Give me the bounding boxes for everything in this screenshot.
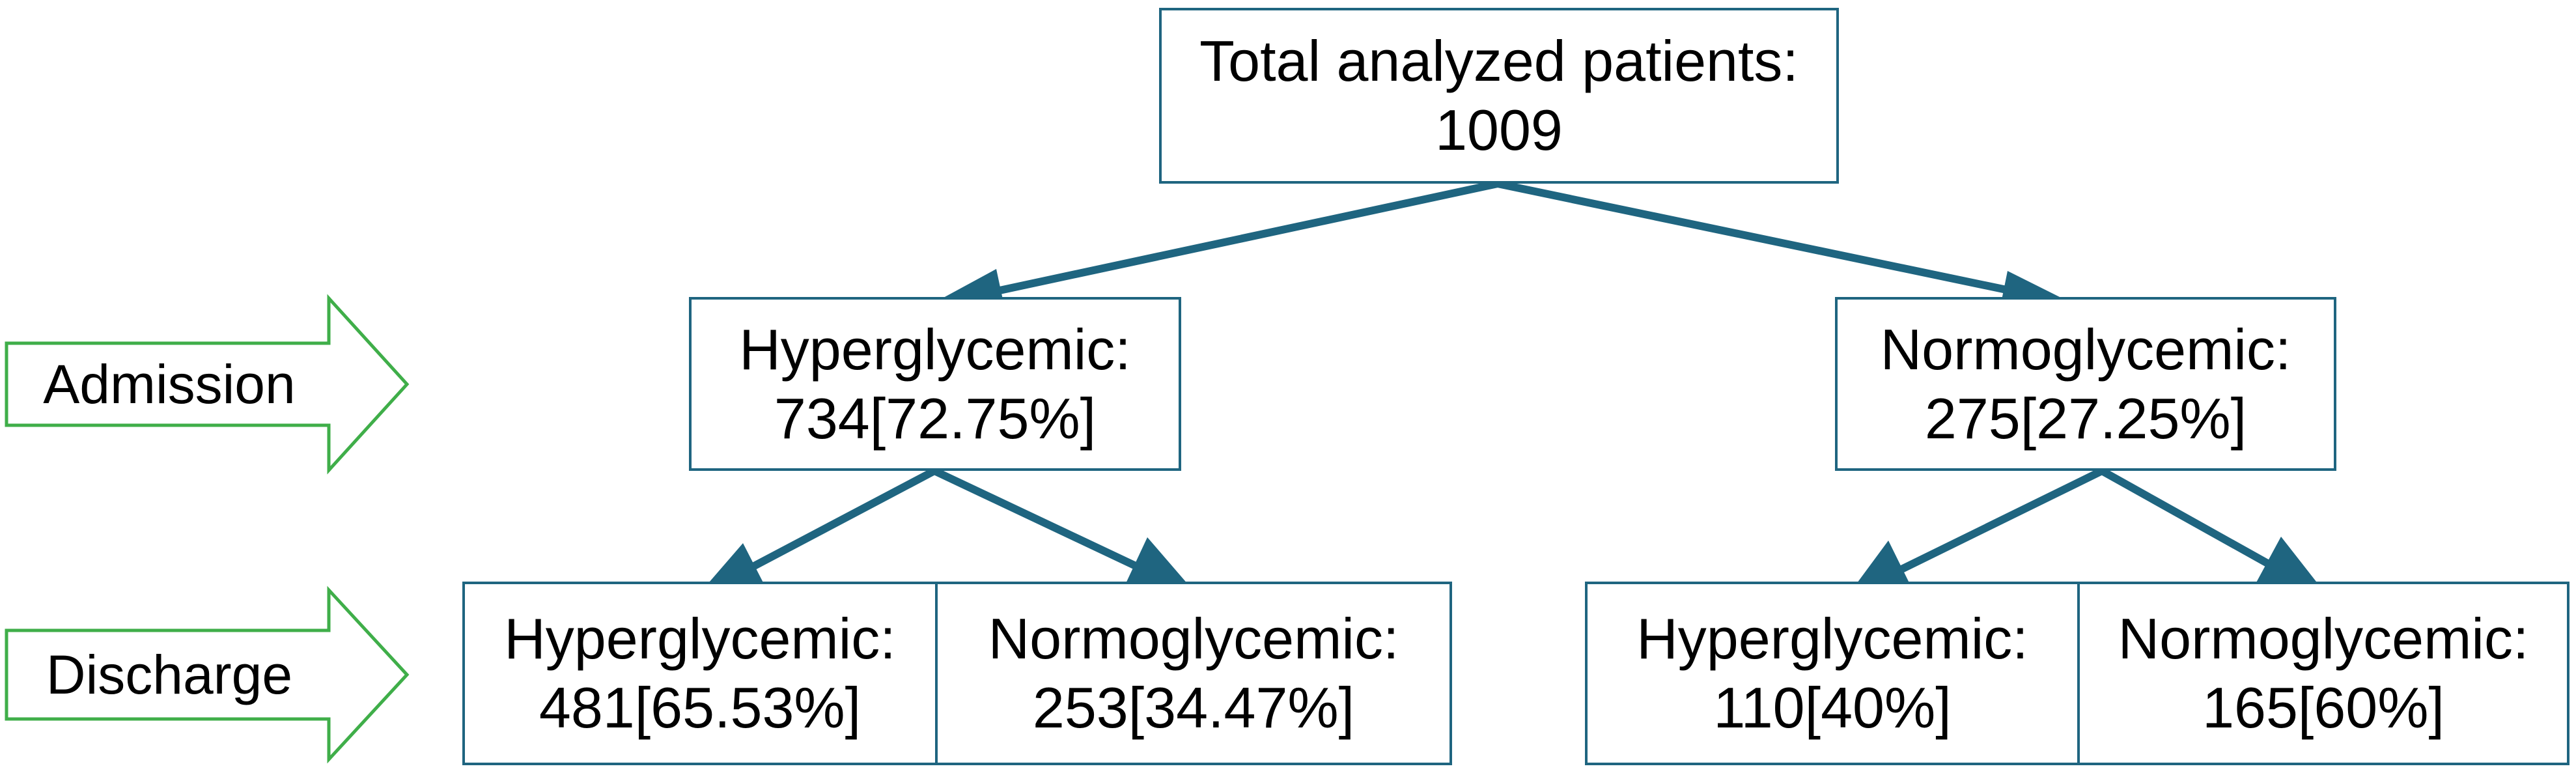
discharge-hyperglycemic-value-1: 481[65.53%] (539, 675, 861, 740)
admission-hyperglycemic-value: 734[72.75%] (774, 386, 1097, 451)
discharge-normoglycemic-value-1: 253[34.47%] (1032, 675, 1355, 740)
admission-normoglycemic-box: Normoglycemic: 275[27.25%] (1835, 297, 2336, 471)
discharge-normoglycemic-value-2: 165[60%] (2202, 675, 2444, 740)
admission-normoglycemic-value: 275[27.25%] (1924, 386, 2247, 451)
admission-hyperglycemic-label: Hyperglycemic: (739, 317, 1131, 382)
admission-normoglycemic-label: Normoglycemic: (1880, 317, 2291, 382)
discharge-phase-arrow (5, 585, 410, 764)
total-patients-box: Total analyzed patients: 1009 (1159, 8, 1839, 184)
discharge-normoglycemic-box-2: Normoglycemic: 165[60%] (2077, 582, 2569, 765)
discharge-hyperglycemic-value-2: 110[40%] (1713, 675, 1952, 740)
admission-hyperglycemic-box: Hyperglycemic: 734[72.75%] (689, 297, 1181, 471)
total-patients-value: 1009 (1435, 98, 1563, 162)
discharge-normoglycemic-box-1: Normoglycemic: 253[34.47%] (935, 582, 1452, 765)
discharge-normoglycemic-label-1: Normoglycemic: (988, 606, 1399, 671)
discharge-hyperglycemic-box-2: Hyperglycemic: 110[40%] (1585, 582, 2080, 765)
discharge-hyperglycemic-box-1: Hyperglycemic: 481[65.53%] (462, 582, 938, 765)
discharge-hyperglycemic-label-2: Hyperglycemic: (1636, 606, 2028, 671)
discharge-phase-label: Discharge (46, 643, 293, 705)
arrowhead (1124, 537, 1197, 595)
admission-phase-arrow (5, 294, 410, 475)
arrow-normo-admission-to-hyper-discharge (1883, 467, 2106, 580)
arrow-normo-admission-to-normo-discharge (2098, 467, 2295, 580)
arrow-total-to-hyperglycemic-admission (968, 180, 1502, 300)
arrow-hyper-admission-to-hyper-discharge (731, 467, 938, 580)
arrow-hyper-admission-to-normo-discharge (931, 467, 1162, 580)
total-patients-label: Total analyzed patients: (1199, 29, 1799, 94)
admission-phase-label: Admission (43, 353, 296, 415)
arrow-total-to-normoglycemic-admission (1494, 180, 2032, 298)
discharge-normoglycemic-label-2: Normoglycemic: (2118, 606, 2529, 671)
discharge-hyperglycemic-label-1: Hyperglycemic: (504, 606, 896, 671)
